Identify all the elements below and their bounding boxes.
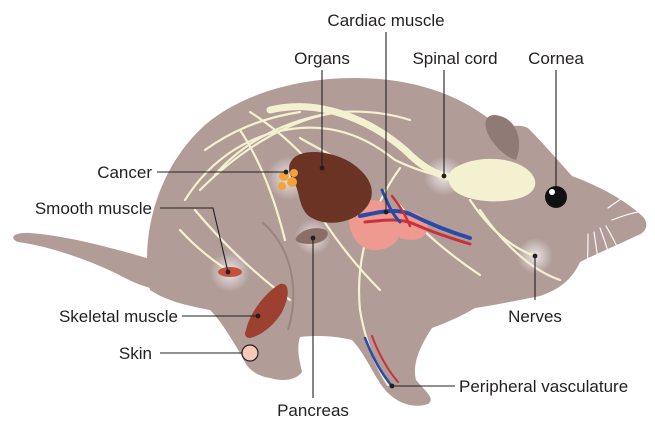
label-spinal-cord: Spinal cord (412, 49, 497, 68)
label-organs: Organs (294, 49, 350, 68)
label-nerves: Nerves (508, 307, 562, 326)
label-cardiac-muscle: Cardiac muscle (327, 11, 444, 30)
eye-highlight (549, 189, 555, 195)
skin-sample (242, 345, 258, 361)
label-skeletal-muscle: Skeletal muscle (59, 307, 178, 326)
cornea-eye (545, 186, 567, 208)
label-pancreas: Pancreas (277, 401, 349, 420)
label-smooth-muscle: Smooth muscle (35, 199, 152, 218)
label-cancer: Cancer (97, 163, 152, 182)
label-skin: Skin (119, 344, 152, 363)
mouse-tail (13, 233, 170, 292)
mouse-body (147, 78, 646, 406)
label-cornea: Cornea (528, 49, 584, 68)
label-peripheral-vasculature: Peripheral vasculature (459, 377, 628, 396)
